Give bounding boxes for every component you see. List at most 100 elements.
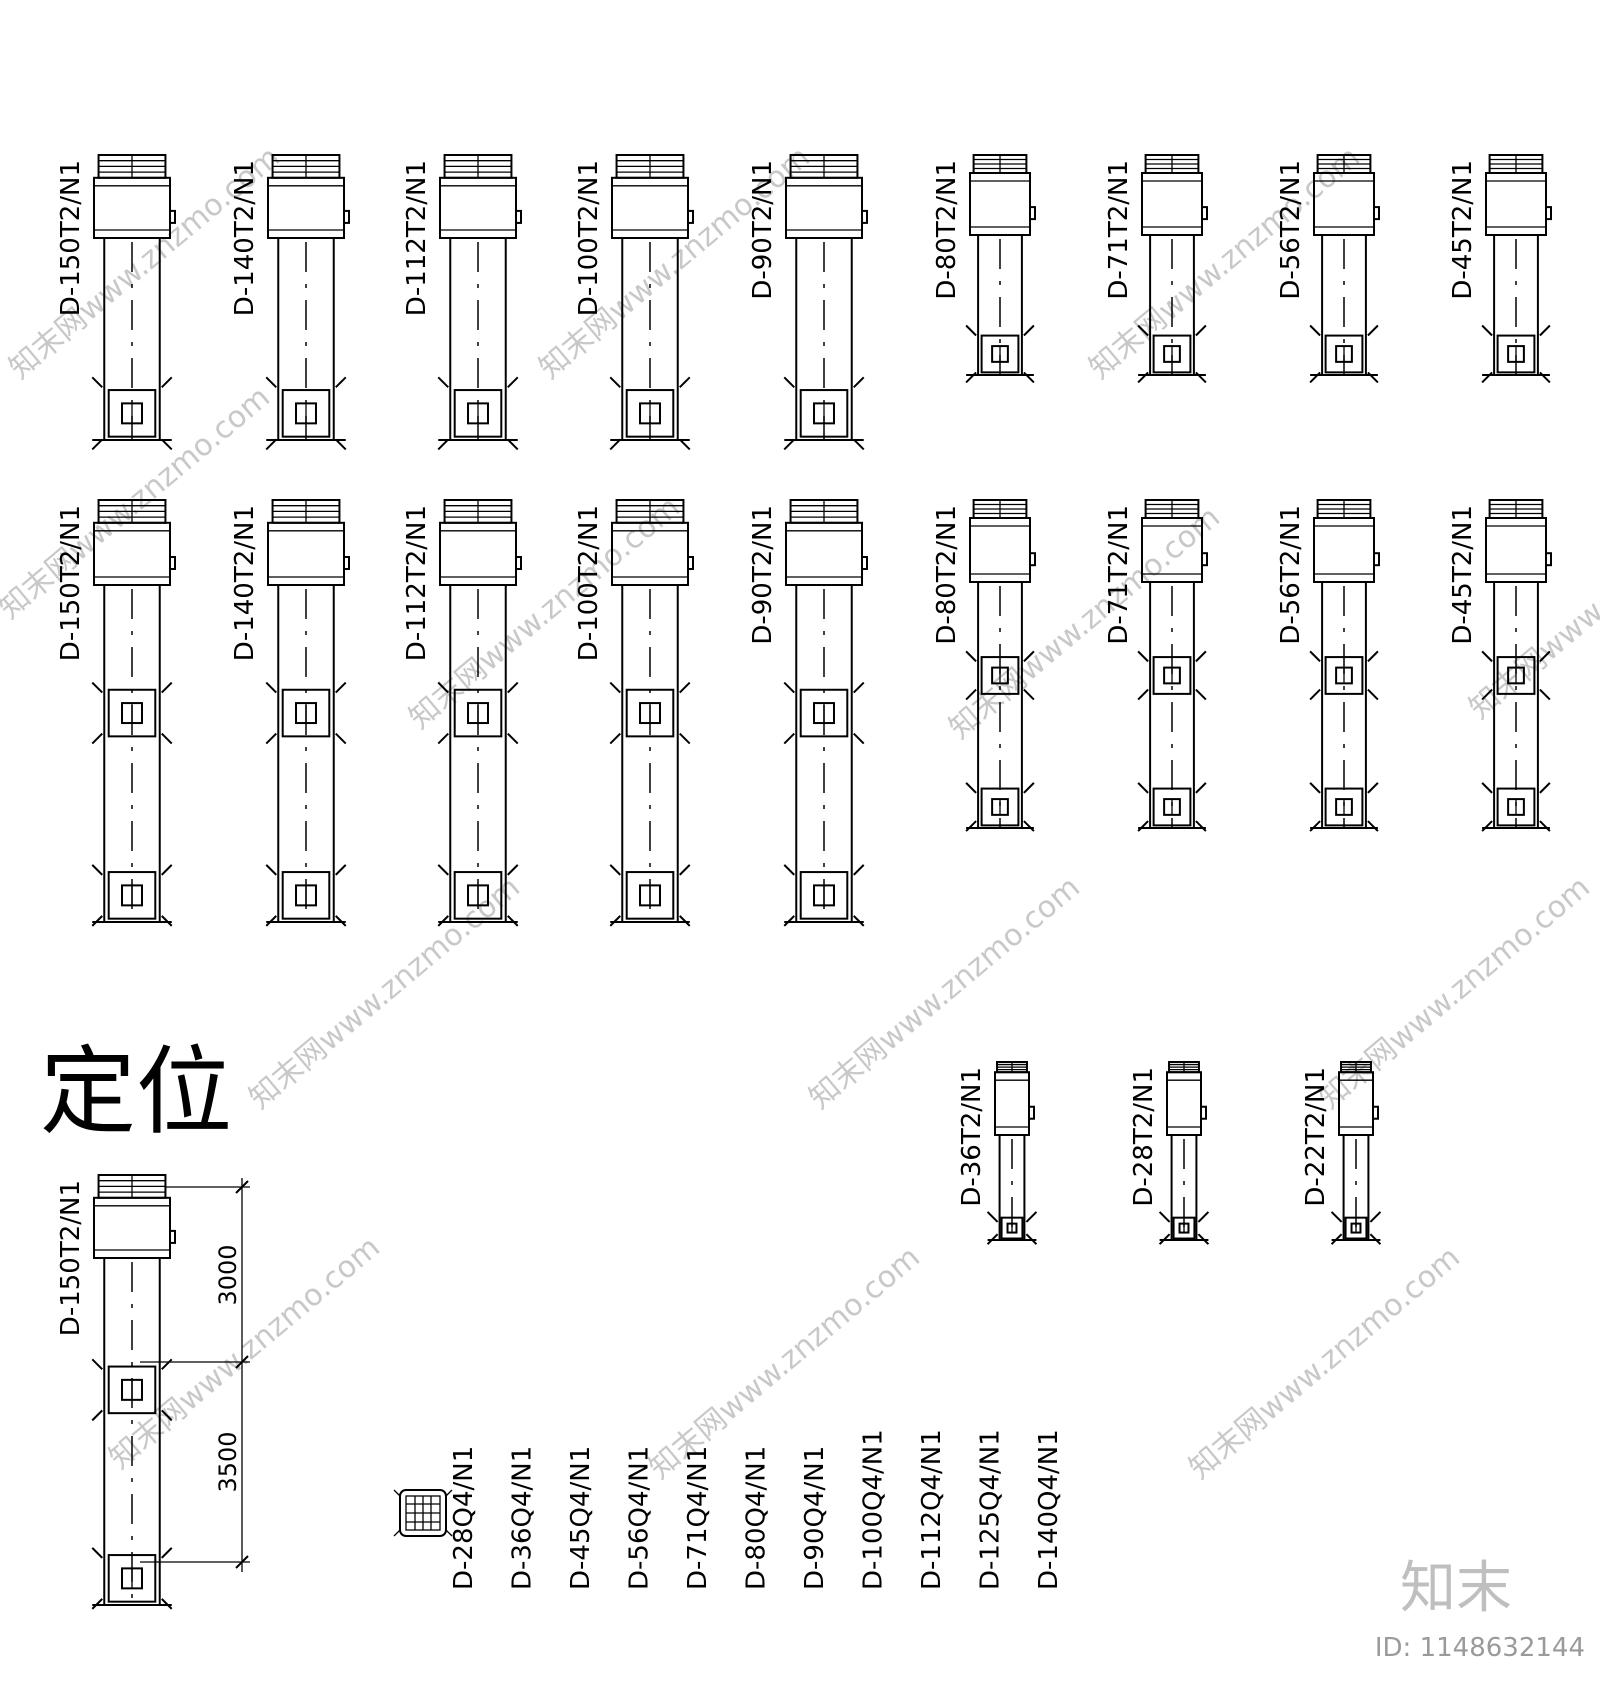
outlet-grille <box>1496 656 1536 695</box>
outlet-grille <box>625 688 675 738</box>
pipe-connector <box>343 556 350 571</box>
watermark-text: 知末网www.znzmo.com <box>943 500 1227 746</box>
pipe-connector <box>687 556 694 571</box>
unit-model-label: D-90T2/N1 <box>748 505 778 645</box>
indoor-unit: D-150T2/N1 <box>56 154 176 451</box>
positioning-unit: D-150T2/N1 <box>56 1174 176 1610</box>
outlet-grille <box>1344 1216 1368 1240</box>
watermark-text: 知末网www.znzmo.com <box>403 490 687 736</box>
fan-coil-body <box>785 176 863 240</box>
pipe-connector <box>515 209 522 224</box>
unit-model-label: D-150T2/N1 <box>56 1180 86 1336</box>
pipe-connector <box>1545 552 1552 567</box>
pipe-connector <box>687 209 694 224</box>
outlet-grille <box>281 871 331 920</box>
watermark-text: 知末网www.znzmo.com <box>103 1230 387 1476</box>
positioning-section: 定位 D-150T2/N1 3000 3500 <box>40 1036 250 1610</box>
outlet-grille <box>1324 787 1364 827</box>
outlet-grille <box>1324 334 1364 374</box>
outlet-grille <box>453 688 503 738</box>
outlet-grille <box>1152 656 1192 695</box>
watermark-text: 知末网www.znzmo.com <box>1463 480 1600 726</box>
fan-coil-body <box>1485 172 1547 236</box>
fan-coil-body <box>1485 517 1547 583</box>
outlet-grille <box>453 389 503 438</box>
cassette-model-label: D-125Q4/N1 <box>976 1429 1006 1590</box>
fan-coil-body <box>439 521 517 586</box>
positioning-title: 定位 <box>40 1036 232 1148</box>
outlet-grille <box>107 1365 157 1415</box>
outlet-grille <box>1172 1216 1196 1240</box>
cassette-model-label: D-56Q4/N1 <box>625 1446 655 1590</box>
outlet-grille <box>1496 334 1536 374</box>
cassette-model-label: D-36Q4/N1 <box>508 1446 538 1590</box>
fan-coil-body <box>1166 1071 1202 1136</box>
indoor-unit: D-112T2/N1 <box>402 154 522 451</box>
outlet-grille <box>1000 1216 1024 1240</box>
fan-coil-body <box>439 176 517 240</box>
outlet-grille <box>107 688 157 738</box>
cassette-model-label: D-112Q4/N1 <box>917 1429 947 1590</box>
unit-model-label: D-22T2/N1 <box>1301 1067 1331 1207</box>
fan-coil-body <box>611 176 689 240</box>
indoor-unit: D-140T2/N1 <box>230 154 350 451</box>
indoor-unit: D-80T2/N1 <box>932 499 1036 832</box>
unit-model-label: D-71T2/N1 <box>1104 160 1134 300</box>
indoor-unit: D-150T2/N1 <box>56 499 176 927</box>
brand-logo: 知末 <box>1400 1556 1512 1621</box>
pipe-connector <box>1372 1105 1379 1120</box>
cassette-icon <box>393 1489 453 1537</box>
pipe-connector <box>169 1229 176 1244</box>
outlet-grille <box>281 389 331 438</box>
image-id: ID: 1148632144 <box>1375 1633 1585 1663</box>
fan-coil-body <box>1313 517 1375 583</box>
fan-coil-body <box>267 176 345 240</box>
pipe-connector <box>169 209 176 224</box>
pipe-connector <box>1373 206 1380 221</box>
pipe-connector <box>515 556 522 571</box>
indoor-unit: D-56T2/N1 <box>1276 154 1380 384</box>
unit-model-label: D-36T2/N1 <box>957 1067 987 1207</box>
unit-row-double-outlet: D-150T2/N1 D-140T2/N1 D-112T2/N1 D-100T2/N1… <box>56 499 1552 927</box>
outlet-grille <box>799 688 849 738</box>
outlet-grille <box>625 871 675 920</box>
pipe-connector <box>1373 552 1380 567</box>
indoor-unit: D-45T2/N1 <box>1448 154 1552 384</box>
unit-model-label: D-100T2/N1 <box>574 505 604 661</box>
outlet-grille <box>107 871 157 920</box>
outlet-grille <box>281 688 331 738</box>
cassette-model-label: D-90Q4/N1 <box>800 1446 830 1590</box>
dim-label-lower: 3500 <box>214 1431 242 1492</box>
outlet-grille <box>1152 787 1192 827</box>
pipe-connector <box>861 209 868 224</box>
indoor-unit: D-90T2/N1 <box>748 499 868 927</box>
indoor-unit: D-71T2/N1 <box>1104 154 1208 384</box>
indoor-unit: D-80T2/N1 <box>932 154 1036 384</box>
outlet-grille <box>107 1554 157 1603</box>
watermark-text: 知末网www.znzmo.com <box>1183 1240 1467 1486</box>
cassette-model-label: D-28Q4/N1 <box>449 1446 479 1590</box>
outlet-grille <box>799 871 849 920</box>
unit-model-label: D-100T2/N1 <box>574 160 604 316</box>
dim-tick-mid <box>235 1355 249 1369</box>
unit-model-label: D-80T2/N1 <box>932 505 962 645</box>
unit-model-label: D-140T2/N1 <box>230 505 260 661</box>
unit-model-label: D-112T2/N1 <box>402 160 432 316</box>
indoor-unit: D-71T2/N1 <box>1104 499 1208 832</box>
dim-tick-bottom <box>235 1555 249 1569</box>
outlet-grille <box>107 389 157 438</box>
outlet-grille <box>980 334 1020 374</box>
pipe-connector <box>1545 206 1552 221</box>
positioning-dimensions: 3000 3500 <box>140 1178 250 1572</box>
outlet-grille <box>625 389 675 438</box>
cassette-model-label: D-140Q4/N1 <box>1034 1429 1064 1590</box>
indoor-unit: D-150T2/N1 <box>56 1174 176 1610</box>
outlet-grille <box>1324 656 1364 695</box>
unit-model-label: D-150T2/N1 <box>56 505 86 661</box>
indoor-unit: D-112T2/N1 <box>402 499 522 927</box>
unit-model-label: D-90T2/N1 <box>748 160 778 300</box>
dim-label-upper: 3000 <box>214 1244 242 1305</box>
